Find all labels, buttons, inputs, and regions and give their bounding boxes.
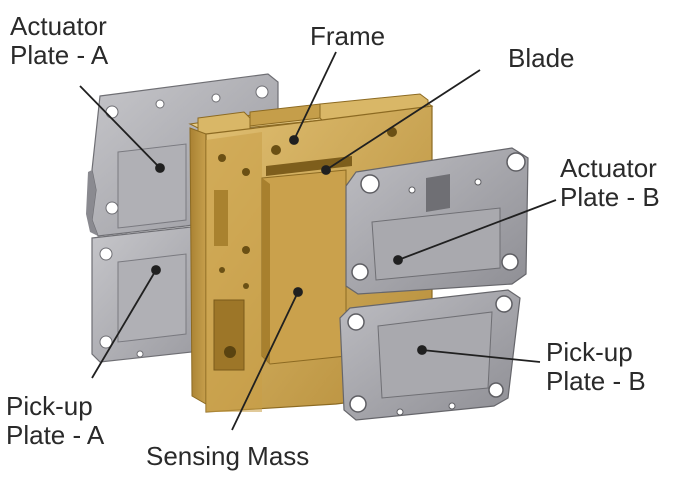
leader-sensing-mass <box>231 287 303 431</box>
leader-actuator-b <box>393 199 557 265</box>
label-sensing-mass: Sensing Mass <box>146 442 309 471</box>
label-pickup-plate-a-line1: Pick-up <box>6 391 93 421</box>
label-pickup-plate-b: Pick-up Plate - B <box>546 338 646 396</box>
label-blade-text: Blade <box>508 43 575 73</box>
label-frame: Frame <box>310 22 385 51</box>
label-actuator-plate-b: Actuator Plate - B <box>560 154 660 212</box>
leader-pickup-a <box>91 265 161 379</box>
label-pickup-plate-a-line2: Plate - A <box>6 420 105 450</box>
label-actuator-plate-a: Actuator Plate - A <box>10 12 108 70</box>
label-sensing-mass-text: Sensing Mass <box>146 441 310 471</box>
leader-pickup-b <box>417 345 541 363</box>
leader-actuator-a <box>79 85 165 173</box>
label-actuator-plate-b-line2: Plate - B <box>560 182 660 212</box>
label-pickup-plate-b-line1: Pick-up <box>546 337 633 367</box>
label-pickup-plate-b-line2: Plate - B <box>546 366 646 396</box>
leader-blade <box>321 69 481 175</box>
pickup-plate-b <box>339 289 521 421</box>
label-actuator-plate-a-line1: Actuator <box>10 11 107 41</box>
label-actuator-plate-b-line1: Actuator <box>560 153 657 183</box>
label-frame-text: Frame <box>310 21 386 51</box>
label-pickup-plate-a: Pick-up Plate - A <box>6 392 104 450</box>
leader-frame <box>289 51 337 145</box>
label-blade: Blade <box>508 44 575 73</box>
label-actuator-plate-a-line2: Plate - A <box>10 40 109 70</box>
leader-lines <box>79 51 557 431</box>
actuator-plate-b <box>345 147 529 295</box>
